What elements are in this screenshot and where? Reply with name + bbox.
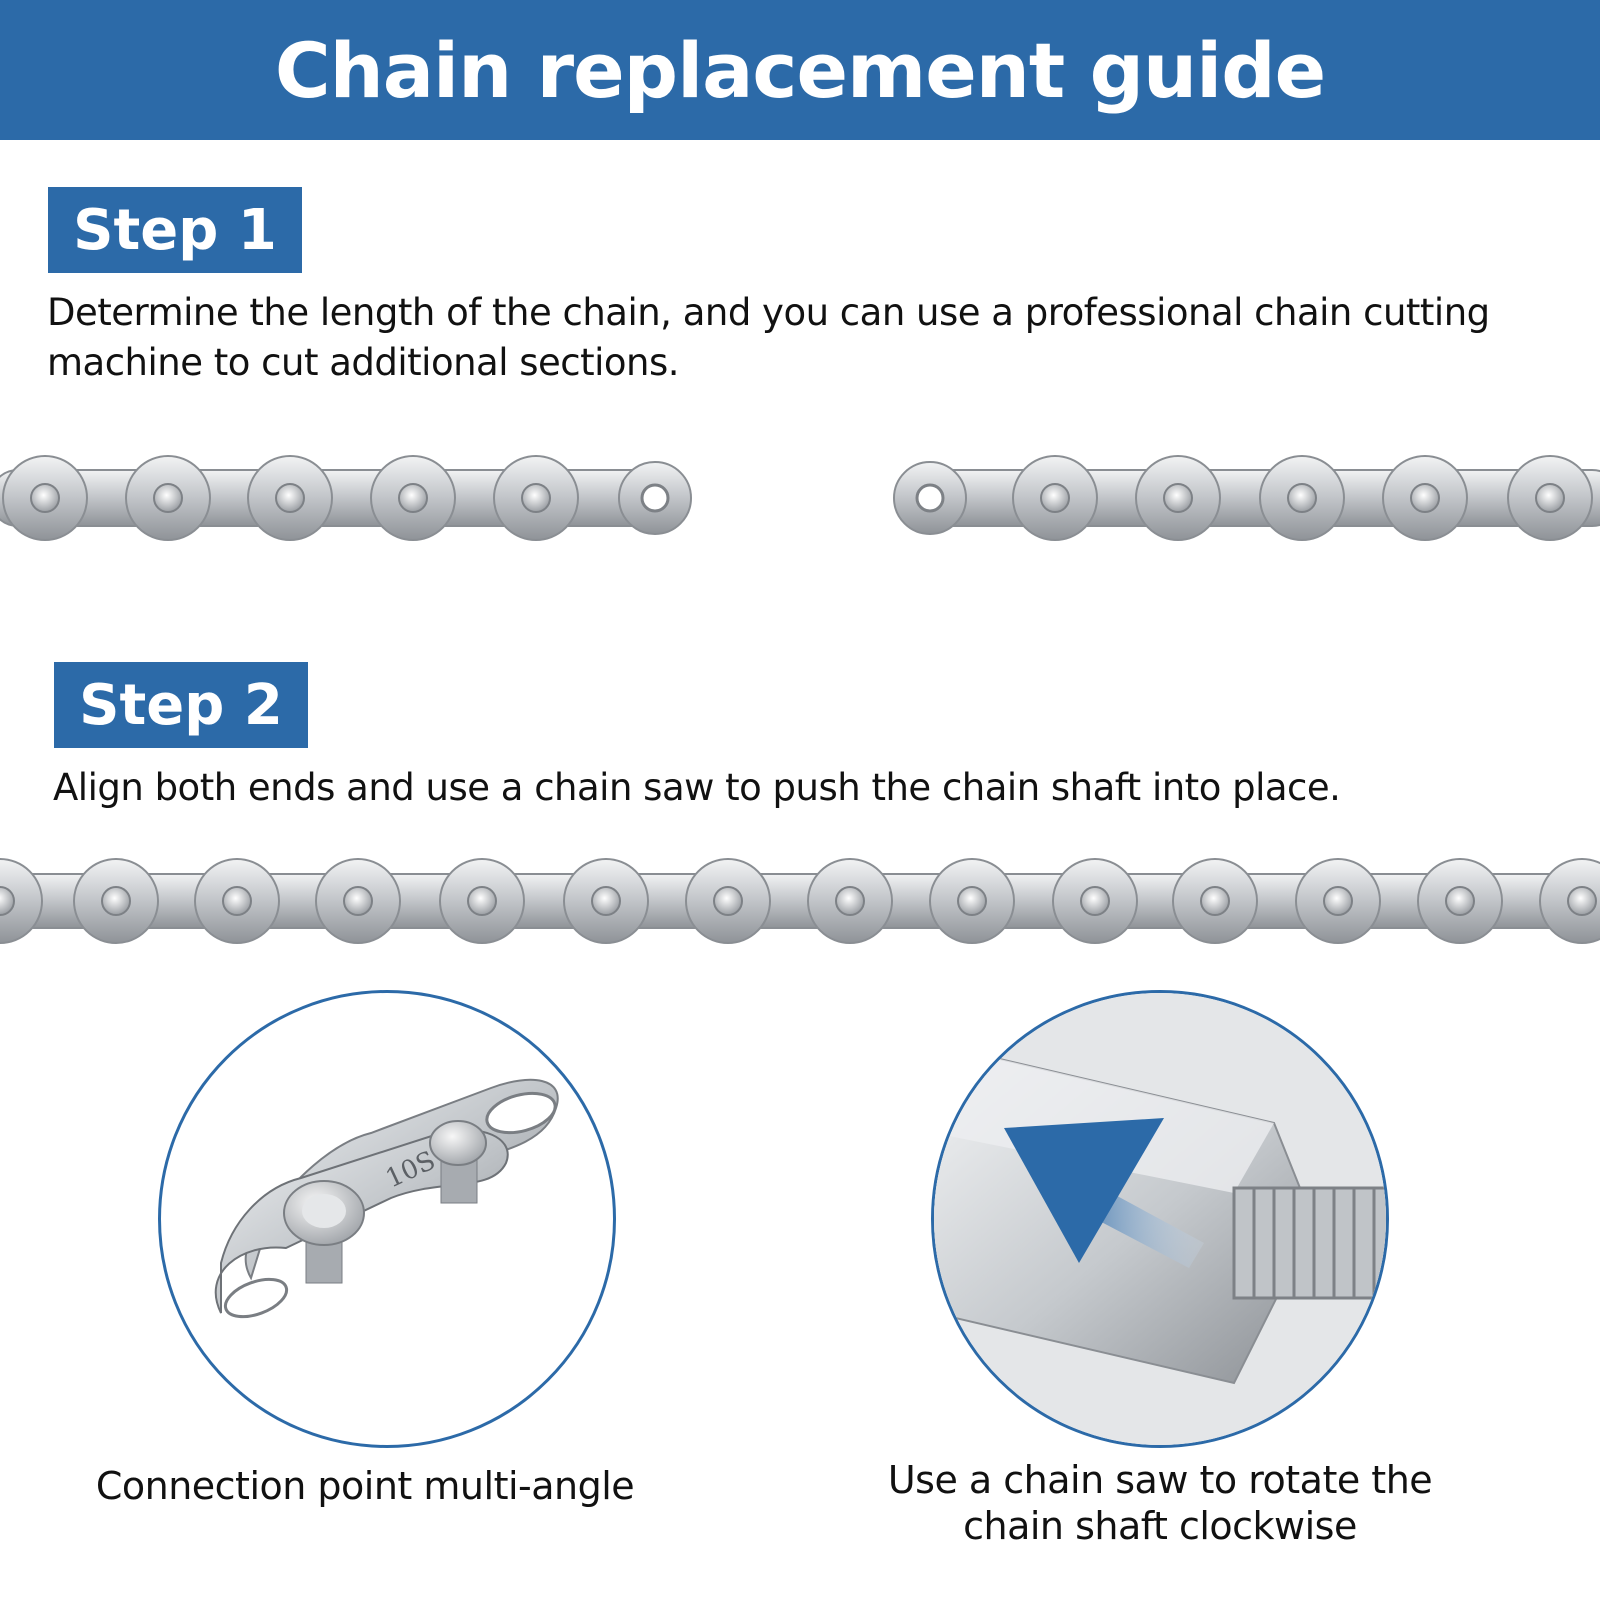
step-1-label: Step 1 xyxy=(48,187,302,273)
chain-right-segment xyxy=(893,455,1600,541)
step-1-description: Determine the length of the chain, and y… xyxy=(47,291,1490,384)
connection-link-photo: 10S xyxy=(158,990,616,1448)
connection-caption: Connection point multi-angle xyxy=(95,1464,635,1508)
cut-chain-illustration xyxy=(0,455,1600,541)
arrow-icon xyxy=(1004,1118,1204,1268)
joined-chain-illustration xyxy=(0,858,1600,944)
chain-left-segment xyxy=(0,455,692,541)
step-2-description: Align both ends and use a chain saw to p… xyxy=(53,766,1341,809)
header-banner: Chain replacement guide xyxy=(0,0,1600,140)
chain-tool-photo xyxy=(931,990,1389,1448)
chain-tool-caption: Use a chain saw to rotate the chain shaf… xyxy=(887,1458,1433,1548)
step-2-label: Step 2 xyxy=(54,662,308,748)
page-title: Chain replacement guide xyxy=(274,25,1326,115)
